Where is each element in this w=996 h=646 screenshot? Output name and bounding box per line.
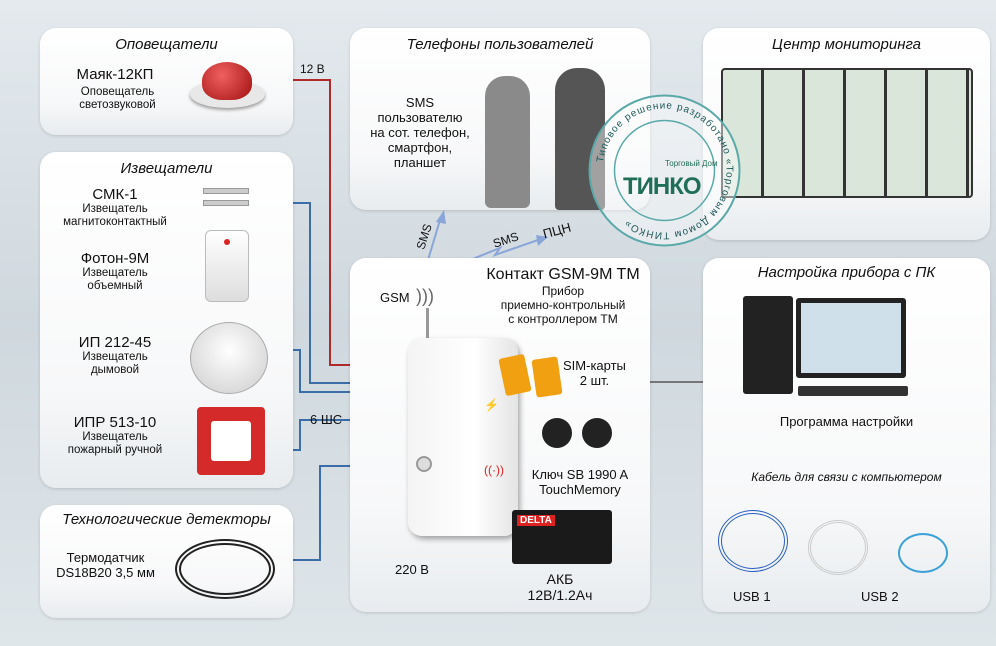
desc-line: SMS [405, 95, 435, 110]
panel-title: Оповещатели [115, 36, 218, 53]
wifi-signal-icon: ))) [416, 286, 434, 306]
panel-title: Извещатели [120, 160, 213, 177]
detector-desc: Извещатель [82, 267, 148, 280]
antenna [426, 308, 429, 360]
panel-title: Телефоны пользователей [406, 36, 594, 53]
battery-text: 12В/1.2Ач [527, 587, 593, 604]
device-image: ⚡ ((·)) [408, 338, 518, 536]
detector-desc: магнитоконтактный [63, 216, 167, 229]
panel-title: Центр мониторинга [771, 36, 922, 53]
thermo-sensor-cable-image [175, 539, 275, 599]
detector-desc: дымовой [90, 364, 140, 377]
tech-detectors-panel: Технологические детекторы Термодатчик DS… [40, 505, 293, 618]
key-text: TouchMemory [539, 481, 621, 497]
label-sms-phones: SMS [413, 222, 435, 252]
key-label: Ключ SB 1990 A TouchMemory [520, 467, 640, 498]
detector-desc: объемный [87, 280, 143, 293]
detector-name: ИПР 513-10 [73, 414, 157, 431]
detector-smk1: СМК-1 Извещатель магнитоконтактный [45, 186, 185, 230]
desc-line: планшет [393, 154, 447, 170]
usb1-cable-image [718, 510, 788, 572]
tinko-stamp: Типовое решение разработано «Торговым До… [587, 93, 742, 248]
panel-title: Технологические детекторы [62, 511, 271, 528]
desc-line: с контроллером ТМ [508, 311, 618, 326]
detector-desc: Извещатель [82, 203, 148, 216]
keyboard-image [798, 386, 908, 396]
power-led-icon: ⚡ [484, 398, 499, 412]
usb1-label: USB 1 [733, 589, 771, 604]
pc-tower-image [743, 296, 793, 394]
monitoring-wall-image [721, 68, 973, 198]
siren-image [190, 58, 265, 113]
usb2-adapter-cable-image [898, 533, 948, 573]
panel-title: Настройка прибора с ПК [757, 264, 936, 281]
battery-label: АКБ 12В/1.2Ач [520, 571, 600, 603]
device-panel: Контакт GSM-9M TM Прибор приемно-контрол… [350, 258, 650, 612]
detector-desc: Извещатель [82, 351, 148, 364]
sim-text: SIM-карты [563, 358, 626, 373]
tinko-logo-sub: Торговый Дом [665, 159, 718, 168]
program-label: Программа настройки [779, 414, 914, 429]
desc-line: смартфон, [387, 139, 453, 155]
monitoring-panel: Центр мониторинга [703, 28, 990, 240]
alerter-desc: Оповещатель светозвуковой [79, 86, 156, 112]
manual-call-point-image [197, 407, 265, 475]
battery-image: DELTA [512, 510, 612, 564]
desc-line: приемно-контрольный [500, 297, 626, 312]
touch-key-image [542, 418, 572, 448]
detector-name: ИП 212-45 [78, 334, 152, 351]
detector-name: Фотон-9М [80, 250, 150, 267]
magnet-image [203, 200, 249, 206]
detector-desc: Извещатель [82, 431, 148, 444]
battery-text: АКБ [546, 571, 574, 587]
desc-line: на сот. телефон, [370, 124, 470, 140]
desc-line: Прибор [541, 284, 585, 298]
motion-detector-image [205, 230, 249, 302]
label-sms-pcn: SMS [491, 229, 521, 251]
magnetic-contact-image [203, 188, 249, 194]
detector-foton: Фотон-9М Извещатель объемный [45, 250, 185, 294]
usb2-cable-image [808, 520, 868, 575]
setup-panel: Настройка прибора с ПК Программа настрой… [703, 258, 990, 612]
detector-name: СМК-1 [92, 186, 138, 203]
detector-desc: пожарный ручной [67, 444, 163, 457]
phones-panel: Телефоны пользователей SMS пользователю … [350, 28, 650, 210]
sim-label: SIM-карты 2 шт. [563, 358, 626, 389]
smoke-detector-image [190, 322, 268, 394]
thermo-sensor-label: Термодатчик DS18B20 3,5 мм [48, 550, 163, 581]
detector-ipr513: ИПР 513-10 Извещатель пожарный ручной [45, 414, 185, 458]
device-name: Контакт GSM-9M TM [486, 266, 640, 283]
sim-card-image [531, 356, 563, 398]
usb2-label: USB 2 [861, 589, 899, 604]
label-12v: 12 В [300, 62, 325, 76]
gsm-label: GSM [380, 290, 410, 305]
label-loops: 6 ШС [310, 412, 343, 427]
monitor-image [796, 298, 906, 378]
sensor-model: DS18B20 3,5 мм [56, 564, 155, 580]
alerter-name: Маяк-12КП [76, 66, 154, 83]
phones-desc: SMS пользователю на сот. телефон, смартф… [365, 95, 475, 171]
touchmemory-reader [416, 456, 432, 472]
key-text: Ключ SB 1990 A [531, 467, 629, 482]
battery-brand: DELTA [517, 515, 555, 526]
sim-text: 2 шт. [579, 372, 610, 388]
detector-ip212: ИП 212-45 Извещатель дымовой [45, 334, 185, 378]
alarm-led-icon: ((·)) [484, 463, 504, 477]
label-pcn: ПЦН [541, 219, 573, 242]
sensor-name: Термодатчик [66, 550, 145, 565]
woman-silhouette [485, 76, 530, 208]
detectors-panel: Извещатели СМК-1 Извещатель магнитоконта… [40, 152, 293, 488]
cable-title: Кабель для связи с компьютером [751, 470, 942, 484]
power-label: 220 В [395, 562, 429, 577]
desc-line: пользователю [377, 109, 463, 125]
device-desc: Прибор приемно-контрольный с контроллеро… [478, 284, 648, 326]
tinko-logo: ТИНКО [623, 173, 702, 200]
alerters-panel: Оповещатели Маяк-12КП Оповещатель светоз… [40, 28, 293, 135]
touch-key-image [582, 418, 612, 448]
